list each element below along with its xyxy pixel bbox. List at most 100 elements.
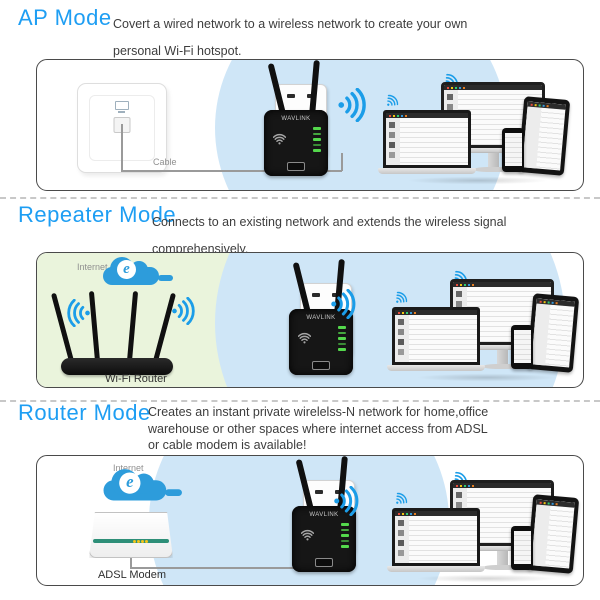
client-devices-group — [387, 471, 582, 585]
wifi-extender-device: WAVLINK — [287, 456, 365, 576]
laptop — [387, 508, 490, 572]
status-leds — [313, 127, 321, 152]
repeater-mode-panel: Internet e Wi-Fi Router — [36, 252, 584, 388]
cable-line — [130, 558, 132, 567]
sidebar-thumbnails — [398, 319, 404, 325]
extender-wifi-icon — [273, 132, 286, 145]
modem-led — [132, 539, 136, 543]
cable-label: Cable — [153, 157, 177, 167]
extender-broadcast-icon — [337, 88, 371, 122]
wifi-extender-device: WAVLINK — [259, 60, 337, 180]
router-antenna — [127, 291, 139, 362]
router-wifi-left-icon — [63, 299, 91, 327]
phone-screen — [513, 531, 531, 564]
smartphone — [511, 526, 533, 570]
ap-mode-description: Covert a wired network to a wireless net… — [113, 17, 468, 58]
wifi-router — [50, 285, 177, 375]
wifi-signal-icon — [172, 297, 195, 325]
extender-slot: WAVLINK — [284, 258, 362, 379]
devices-slot — [378, 73, 573, 187]
browser-chrome — [453, 483, 551, 488]
adsl-modem — [89, 512, 173, 558]
tablet-screen — [531, 499, 575, 569]
devices-shadow — [407, 373, 567, 382]
router-mode-panel: Internet e ADSL Modem WAVLINK — [36, 455, 584, 586]
router-antenna — [88, 291, 100, 362]
browser-dots — [398, 311, 400, 314]
browser-chrome — [444, 85, 542, 90]
dashed-divider — [0, 197, 600, 199]
pc-port-icon — [115, 101, 129, 113]
wifi-signal-icon — [387, 94, 399, 106]
brand-label: WAVLINK — [281, 116, 311, 122]
extender-wifi-icon — [298, 331, 311, 344]
extender-wifi-icon — [301, 528, 314, 541]
laptop-screen — [392, 307, 480, 365]
phone-screen — [504, 133, 522, 166]
browser-dots — [389, 114, 391, 117]
wifi-signal-icon — [396, 492, 408, 504]
extender-body: WAVLINK — [264, 110, 328, 176]
device-wifi-icon — [391, 489, 411, 509]
laptop-screen — [392, 508, 480, 566]
device-wifi-icon — [382, 91, 402, 111]
outlet-hole — [312, 293, 320, 297]
extender-slot: WAVLINK — [259, 60, 337, 180]
laptop-base — [378, 168, 476, 174]
browser-chrome — [395, 310, 477, 315]
browser-dots — [530, 103, 533, 106]
browser-dots — [456, 283, 458, 286]
wifi-signal-icon — [338, 88, 366, 122]
modem-led — [136, 539, 140, 543]
tablet — [526, 293, 580, 373]
smartphone — [511, 325, 533, 369]
extender-broadcast-icon — [333, 486, 363, 516]
browser-chrome — [395, 511, 477, 516]
browser-chrome — [536, 499, 575, 508]
brand-label: WAVLINK — [309, 512, 339, 518]
ap-mode-panel: Cable WAVLINK — [36, 59, 584, 191]
brand-label: WAVLINK — [306, 315, 336, 321]
browser-chrome — [386, 113, 468, 118]
browser-chrome — [536, 298, 575, 307]
ethernet-port — [287, 162, 305, 171]
ethernet-port — [312, 361, 330, 370]
devices-shadow — [407, 574, 567, 583]
sidebar-thumbnails — [456, 291, 462, 297]
adsl-modem-label: ADSL Modem — [97, 569, 167, 581]
internet-cloud: e — [103, 469, 182, 505]
device-wifi-icon — [391, 288, 411, 308]
wifi-signal-icon — [298, 332, 311, 344]
extender-body: WAVLINK — [289, 309, 353, 375]
browser-dots — [447, 86, 449, 89]
ethernet-port — [315, 558, 333, 567]
laptop-base — [387, 566, 485, 572]
browser-dots — [398, 512, 400, 515]
wifi-extender-device: WAVLINK — [284, 258, 362, 379]
tablet — [517, 96, 571, 176]
client-devices-group — [378, 73, 573, 187]
cable-line — [130, 567, 341, 569]
modem-led — [144, 539, 148, 543]
tablet-screen — [522, 101, 566, 171]
wifi-signal-icon — [334, 486, 359, 516]
cable-line — [121, 124, 123, 170]
router-mode-description: Creates an instant private wirelelss-N n… — [148, 405, 489, 452]
laptop — [378, 110, 481, 174]
internet-label: Internet — [77, 262, 108, 272]
modem-stripe — [93, 539, 169, 544]
extender-slot: WAVLINK — [287, 456, 365, 576]
cable-line — [121, 170, 342, 172]
browser-chrome — [527, 101, 566, 110]
wifi-signal-icon — [67, 299, 90, 327]
ie-e-icon: e — [117, 260, 136, 279]
browser-chrome — [453, 282, 551, 287]
tablet — [526, 494, 580, 574]
monitor-foot — [483, 565, 521, 570]
laptop — [387, 307, 490, 371]
router-wifi-right-icon — [171, 297, 199, 325]
client-devices-group — [387, 270, 582, 384]
outlet-hole — [315, 490, 323, 494]
wifi-signal-icon — [273, 133, 286, 145]
